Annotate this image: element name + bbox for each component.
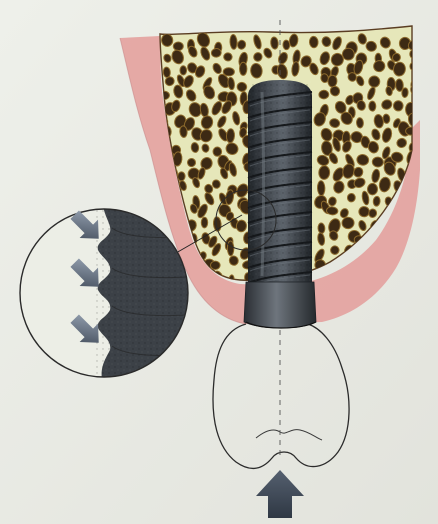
bone-pore — [180, 66, 187, 75]
bone-pore — [177, 172, 185, 182]
implant-collar — [244, 282, 316, 328]
bone-pore — [383, 114, 391, 124]
bone-pore — [173, 42, 183, 51]
bone-pore — [347, 193, 356, 202]
bone-pore — [369, 76, 380, 87]
bone-pore — [240, 62, 247, 75]
bone-pore — [367, 183, 377, 195]
bone-pore — [393, 101, 403, 111]
bone-pore — [369, 101, 376, 111]
bone-pore — [213, 147, 222, 156]
bone-pore — [318, 165, 330, 179]
bone-pore — [328, 75, 337, 87]
bone-pore — [309, 36, 318, 48]
bone-pore — [356, 118, 363, 129]
bone-pore — [373, 196, 381, 206]
bone-pore — [211, 261, 221, 269]
bone-pore — [201, 217, 208, 228]
bone-pore — [319, 90, 329, 99]
bone-pore — [318, 223, 326, 234]
implant-body — [248, 80, 312, 286]
bone-pore — [402, 88, 409, 98]
bone-pore — [227, 241, 234, 256]
bone-pore — [163, 67, 171, 78]
bone-pore — [317, 181, 325, 196]
bone-pore — [211, 48, 222, 58]
bone-pore — [161, 34, 173, 47]
bone-pore — [230, 34, 238, 49]
